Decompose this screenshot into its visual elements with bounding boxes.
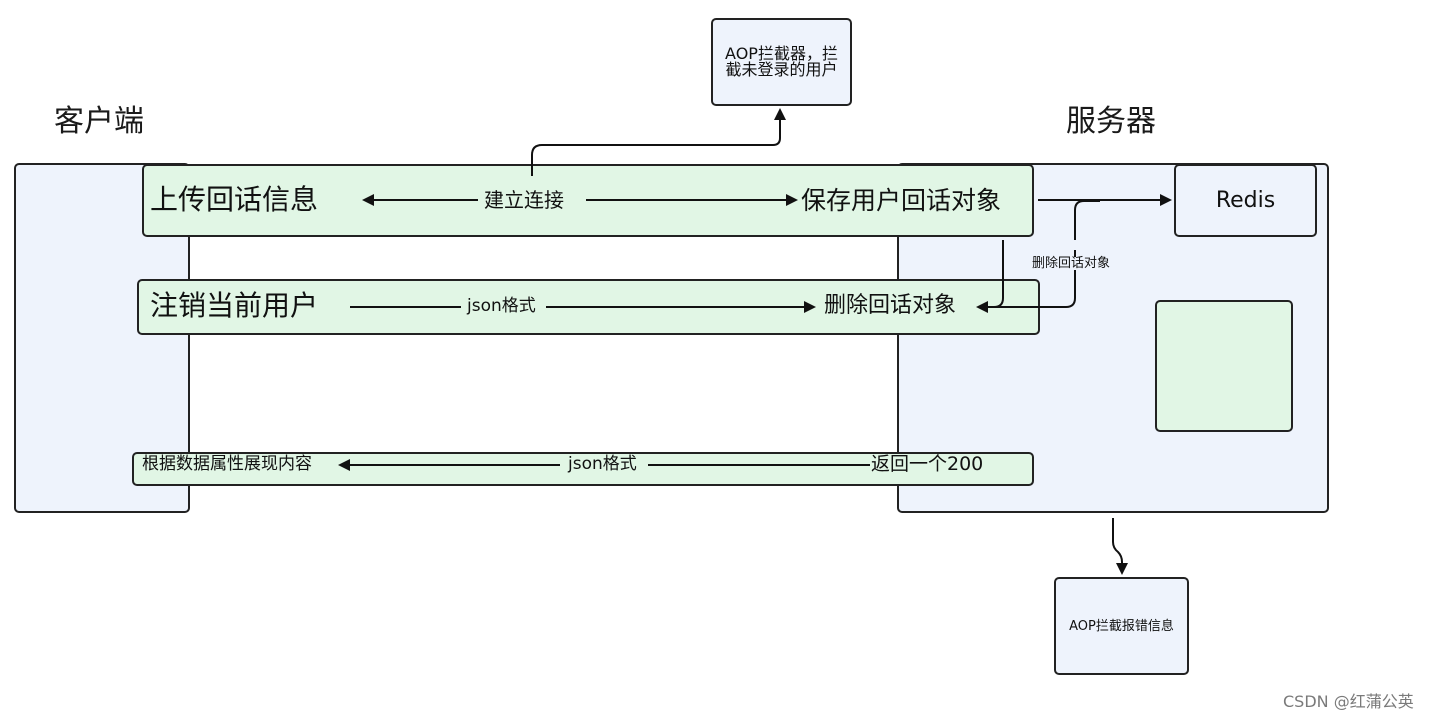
aop-up-line	[531, 118, 781, 176]
delete-session-label: 删除回话对象	[824, 293, 957, 318]
render-content-label: 根据数据属性展现内容	[142, 454, 312, 474]
aop-interceptor-box[interactable]: AOP拦截器，拦 截未登录的用户	[711, 18, 852, 106]
session-upload-band	[142, 164, 1034, 237]
aop-down-line	[1112, 518, 1123, 566]
save-session-label: 保存用户回话对象	[801, 186, 1002, 215]
aop-down-arrowhead	[1116, 563, 1128, 575]
delete-session-side-label: 删除回话对象	[1030, 256, 1113, 271]
row2-json-label: json格式	[461, 298, 542, 315]
storage-block	[1155, 300, 1293, 432]
aop-error-label: AOP拦截报错信息	[1069, 618, 1174, 634]
delete-down-line	[988, 240, 1004, 308]
row1-right-arrowhead	[786, 194, 798, 206]
delete-arrowhead	[976, 301, 988, 313]
row3-left-arrowhead	[338, 459, 350, 471]
redis-box[interactable]: Redis	[1174, 164, 1317, 237]
server-column-label: 服务器	[1066, 104, 1156, 139]
redis-label: Redis	[1215, 187, 1276, 213]
watermark: CSDN @红蒲公英	[1283, 692, 1414, 711]
delete-redis-link	[1074, 200, 1100, 240]
logout-band	[137, 279, 1040, 335]
return-200-label: 返回一个200	[871, 453, 984, 475]
row3-json-label: json格式	[562, 456, 643, 473]
row2-right-arrowhead	[804, 301, 816, 313]
redis-arrowhead	[1160, 194, 1172, 206]
aop-error-box[interactable]: AOP拦截报错信息	[1054, 577, 1189, 675]
aop-interceptor-line1: AOP拦截器，拦	[725, 44, 838, 63]
row1-left-arrowhead	[362, 194, 374, 206]
aop-up-arrowhead	[774, 108, 786, 120]
delete-from-redis-line	[988, 250, 1076, 308]
upload-session-label: 上传回话信息	[150, 183, 319, 216]
logout-user-label: 注销当前用户	[150, 289, 319, 322]
establish-connection-label: 建立连接	[478, 190, 570, 210]
aop-interceptor-line2: 截未登录的用户	[725, 60, 838, 79]
client-column-label: 客户端	[54, 104, 144, 139]
